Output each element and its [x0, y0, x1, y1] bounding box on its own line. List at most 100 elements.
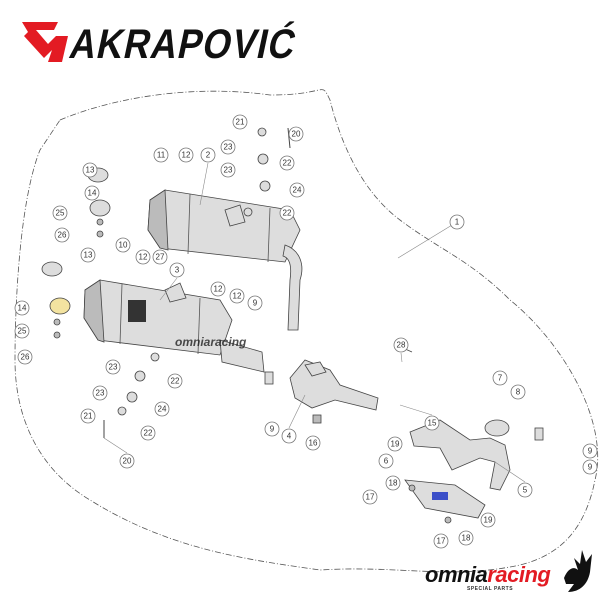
upper-silencer: [147, 189, 303, 331]
lower-silencer: [83, 279, 265, 373]
omniaracing-wordmark: omniaracing: [425, 562, 551, 587]
svg-text:7: 7: [498, 374, 503, 383]
callout-18: 18: [458, 530, 474, 546]
callout-1: 1: [449, 214, 465, 230]
callout-18: 18: [385, 475, 401, 491]
callout-14: 14: [14, 300, 30, 316]
svg-text:9: 9: [588, 463, 593, 472]
svg-text:26: 26: [21, 353, 30, 362]
svg-text:22: 22: [144, 429, 153, 438]
svg-text:18: 18: [462, 534, 471, 543]
link-pipe: [289, 359, 379, 411]
svg-text:18: 18: [389, 479, 398, 488]
svg-text:8: 8: [516, 388, 521, 397]
svg-text:25: 25: [18, 327, 27, 336]
callout-11: 11: [153, 147, 169, 163]
callout-13: 13: [80, 247, 96, 263]
callout-24: 24: [289, 182, 305, 198]
griffin-icon: [564, 550, 592, 592]
callout-20: 20: [119, 453, 135, 469]
callout-12: 12: [210, 281, 226, 297]
callout-27: 27: [152, 249, 168, 265]
callout-12: 12: [135, 249, 151, 265]
svg-text:2: 2: [206, 151, 211, 160]
svg-text:9: 9: [253, 299, 258, 308]
svg-text:20: 20: [123, 457, 132, 466]
callout-21: 21: [232, 114, 248, 130]
callout-10: 10: [115, 237, 131, 253]
omniaracing-tagline: SPECIAL PARTS: [467, 586, 514, 592]
svg-text:21: 21: [84, 412, 93, 421]
svg-text:10: 10: [119, 241, 128, 250]
svg-text:22: 22: [283, 209, 292, 218]
callout-9: 9: [247, 295, 263, 311]
svg-text:23: 23: [96, 389, 105, 398]
callout-23: 23: [105, 359, 121, 375]
callout-26: 26: [17, 349, 33, 365]
svg-text:5: 5: [523, 486, 528, 495]
assembly-boundary: [14, 89, 599, 573]
svg-text:24: 24: [293, 186, 302, 195]
callout-12: 12: [178, 147, 194, 163]
svg-text:4: 4: [287, 432, 292, 441]
svg-text:21: 21: [236, 118, 245, 127]
svg-text:23: 23: [109, 363, 118, 372]
callout-17: 17: [433, 533, 449, 549]
callout-12: 12: [229, 288, 245, 304]
svg-text:27: 27: [156, 253, 165, 262]
callout-25: 25: [14, 323, 30, 339]
omniaracing-logo: omniaracing SPECIAL PARTS: [425, 548, 595, 596]
callout-22: 22: [140, 425, 156, 441]
svg-text:12: 12: [182, 151, 191, 160]
svg-text:24: 24: [158, 405, 167, 414]
callout-16: 16: [305, 435, 321, 451]
callout-13: 13: [82, 162, 98, 178]
callout-8: 8: [510, 384, 526, 400]
svg-text:25: 25: [56, 209, 65, 218]
callout-22: 22: [167, 373, 183, 389]
callouts: 1 2 3 4 5 6 7 8 9 9 9 9 10 11 12 12 12 1…: [14, 114, 598, 549]
leader-lines: [103, 162, 526, 483]
callout-17: 17: [362, 489, 378, 505]
svg-text:6: 6: [384, 457, 389, 466]
akrapovic-logo: AKRAPOVIĆ: [18, 18, 301, 68]
svg-text:9: 9: [270, 425, 275, 434]
svg-text:20: 20: [292, 130, 301, 139]
svg-text:12: 12: [214, 285, 223, 294]
svg-text:9: 9: [588, 447, 593, 456]
callout-25: 25: [52, 205, 68, 221]
callout-7: 7: [492, 370, 508, 386]
svg-text:12: 12: [233, 292, 242, 301]
callout-9: 9: [582, 459, 598, 475]
svg-text:13: 13: [86, 166, 95, 175]
callout-20: 20: [288, 126, 304, 142]
svg-text:1: 1: [455, 218, 460, 227]
svg-text:3: 3: [175, 266, 180, 275]
callout-22: 22: [279, 205, 295, 221]
svg-text:23: 23: [224, 143, 233, 152]
svg-text:14: 14: [18, 304, 27, 313]
svg-text:15: 15: [428, 419, 437, 428]
callout-9: 9: [582, 443, 598, 459]
callout-24: 24: [154, 401, 170, 417]
svg-text:13: 13: [84, 251, 93, 260]
callout-23: 23: [220, 139, 236, 155]
callout-28: 28: [393, 337, 409, 353]
hardware: [41, 127, 544, 524]
callout-22: 22: [279, 155, 295, 171]
callout-19: 19: [387, 436, 403, 452]
callout-6: 6: [378, 453, 394, 469]
callout-21: 21: [80, 408, 96, 424]
svg-text:17: 17: [366, 493, 375, 502]
svg-text:22: 22: [283, 159, 292, 168]
callout-23: 23: [220, 162, 236, 178]
callout-4: 4: [281, 428, 297, 444]
svg-text:26: 26: [58, 231, 67, 240]
callout-9: 9: [264, 421, 280, 437]
callout-5: 5: [517, 482, 533, 498]
callout-15: 15: [424, 415, 440, 431]
svg-text:19: 19: [391, 440, 400, 449]
header-pipe: [409, 419, 511, 491]
callout-2: 2: [200, 147, 216, 163]
